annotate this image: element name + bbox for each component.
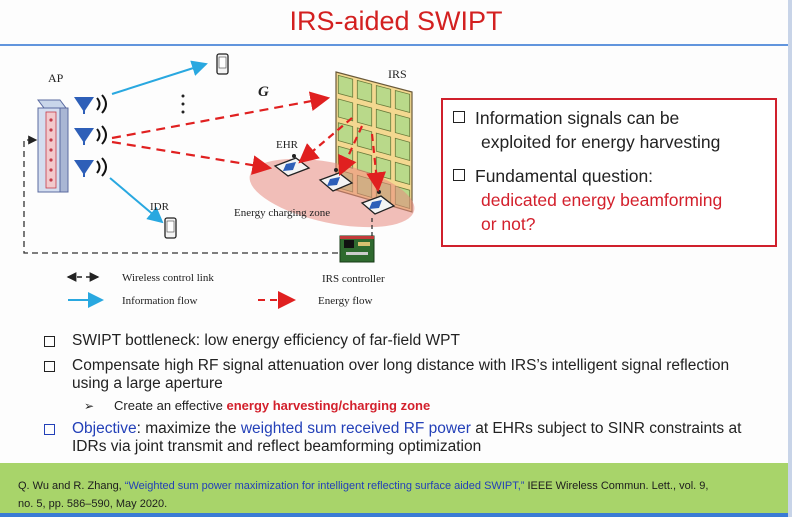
energy-flow-arrow — [338, 125, 363, 176]
callout-highlight: or not? — [481, 214, 536, 234]
info-flow-arrow-bottom — [109, 177, 164, 224]
checkbox-bullet-icon — [44, 361, 55, 372]
callout-text: Fundamental question: — [475, 166, 654, 186]
checkbox-bullet-icon — [44, 424, 55, 435]
callout-text: exploited for energy harvesting — [481, 132, 721, 152]
checkbox-bullet-icon — [44, 336, 55, 347]
antenna-icon — [74, 125, 107, 145]
irs-element — [337, 122, 354, 146]
slide-title: IRS-aided SWIPT — [289, 6, 503, 36]
phone-icon — [216, 53, 229, 75]
bullet-text: Compensate high RF signal attenuation ov… — [72, 357, 730, 392]
antenna-icon — [74, 157, 107, 177]
irs-controller-label: IRS controller — [322, 273, 385, 285]
irs-controller-icon — [339, 235, 375, 263]
bullet-text: Objective: maximize the weighted sum rec… — [72, 420, 742, 455]
ellipsis-dot — [181, 110, 185, 114]
irs-element — [375, 84, 392, 108]
bullet-item-objective: Objective: maximize the weighted sum rec… — [44, 420, 764, 456]
checkbox-bullet-icon — [453, 169, 465, 181]
irs-element — [356, 103, 373, 127]
irs-element — [394, 113, 411, 138]
energy-zone-label: Energy charging zone — [234, 207, 330, 219]
bottom-bar — [0, 513, 792, 517]
ehr-device-icon — [360, 190, 396, 215]
callout-highlight: dedicated energy beamforming — [481, 190, 723, 210]
phone-icon — [164, 217, 177, 239]
irs-element — [356, 127, 373, 151]
energy-flow-arrow — [366, 133, 386, 193]
irs-element — [375, 156, 392, 180]
system-diagram-svg: AP — [23, 53, 415, 309]
reference-link[interactable]: “Weighted sum power maximization for int… — [124, 480, 525, 492]
info-flow-arrow-top — [111, 60, 208, 95]
irs-element — [337, 98, 354, 122]
irs-label: IRS — [388, 67, 407, 81]
ap-tower-icon — [37, 99, 69, 193]
ellipsis-dot — [181, 94, 185, 98]
objective-label: Objective — [72, 420, 137, 437]
callout-box: Information signals can be exploited for… — [441, 98, 777, 247]
title-rule — [0, 44, 792, 46]
legend-control-label: Wireless control link — [122, 272, 214, 284]
irs-element — [337, 74, 354, 98]
bullet-text: SWIPT bottleneck: low energy efficiency … — [72, 332, 460, 349]
irs-element — [375, 132, 392, 156]
ehr-device-icon — [318, 168, 354, 192]
footer-reference-bar: Q. Wu and R. Zhang, “Weighted sum power … — [0, 463, 788, 513]
callout-text: Information signals can be — [475, 108, 680, 128]
callout-item-info: Information signals can be exploited for… — [453, 106, 720, 154]
channel-g-label: G — [258, 84, 269, 100]
energy-flow-arrow — [111, 140, 273, 175]
bullet-item: Compensate high RF signal attenuation ov… — [44, 357, 764, 393]
antenna-icon — [74, 94, 107, 114]
sub-bullet-highlight: energy harvesting/charging zone — [226, 398, 431, 413]
system-diagram: AP — [0, 50, 440, 325]
irs-element — [394, 161, 411, 186]
irs-element — [356, 79, 373, 103]
irs-element — [375, 108, 392, 132]
wireless-control-link — [23, 135, 338, 254]
energy-flow-arrow — [111, 91, 331, 140]
legend-info-label: Information flow — [122, 295, 198, 307]
arrow-bullet-icon: ➢ — [84, 399, 95, 413]
reference-citation: Q. Wu and R. Zhang, “Weighted sum power … — [18, 480, 709, 510]
sub-bullet-text: Create an effective energy harvesting/ch… — [114, 398, 431, 413]
ehr-label: EHR — [276, 139, 299, 151]
checkbox-bullet-icon — [453, 111, 465, 123]
irs-element — [394, 89, 411, 114]
ap-label: AP — [48, 71, 64, 85]
objective-highlight: weighted sum received RF power — [240, 420, 471, 437]
legend-energy-label: Energy flow — [318, 295, 373, 307]
bullet-item: SWIPT bottleneck: low energy efficiency … — [44, 332, 764, 350]
ellipsis-dot — [181, 102, 185, 106]
idr-label: IDR — [150, 201, 170, 213]
irs-element — [394, 137, 411, 162]
window-edge — [788, 0, 792, 517]
sub-bullet-item: ➢ Create an effective energy harvesting/… — [44, 397, 792, 415]
callout-item-question: Fundamental question: dedicated energy b… — [453, 164, 722, 236]
